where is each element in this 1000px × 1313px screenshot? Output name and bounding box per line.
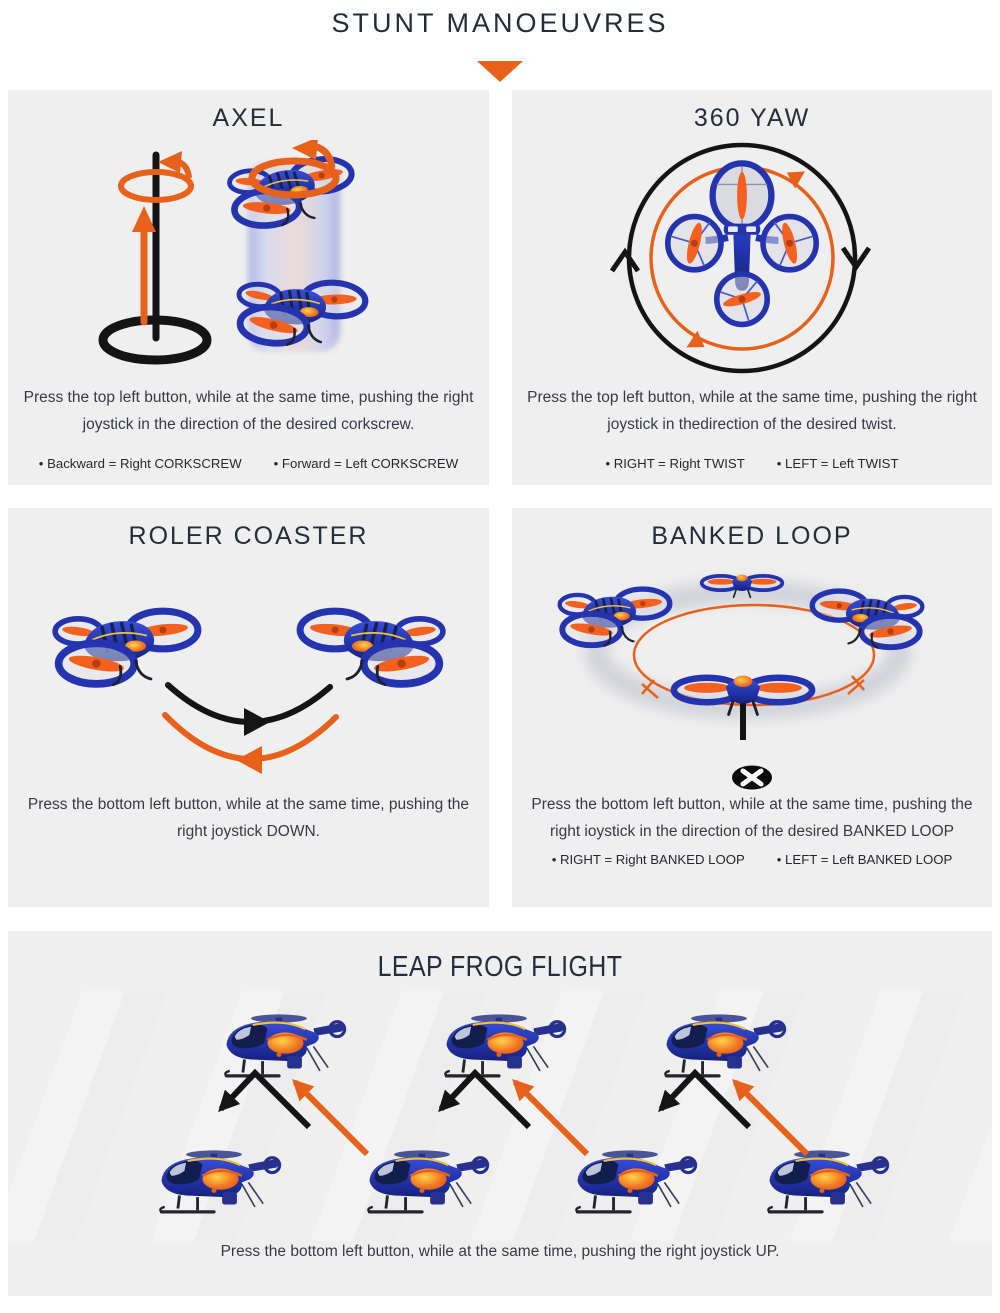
- loop-tick: [847, 675, 865, 695]
- bullet-item: • Forward = Left CORKSCREW: [273, 456, 459, 471]
- bullet-item: • LEFT = Left TWIST: [776, 456, 899, 471]
- drone-top-row: [443, 1012, 567, 1078]
- loop-tick: [641, 679, 659, 699]
- rotate-arrow-icon: [248, 140, 340, 199]
- hop-arrow-orange: [512, 1079, 590, 1157]
- orange-arrow-icon: [787, 171, 805, 189]
- down-triangle-icon: [477, 61, 523, 82]
- page-title: STUNT MANOEUVRES: [331, 8, 669, 38]
- yaw-bullets: • RIGHT = Right TWIST • LEFT = Left TWIS…: [512, 456, 992, 471]
- axel-title: AXEL: [212, 104, 285, 132]
- roller-coaster-illustration: [8, 580, 489, 774]
- axel-bullets: • Backward = Right CORKSCREW • Forward =…: [8, 456, 489, 471]
- drone-bottom-row: [158, 1148, 282, 1214]
- yaw-illustration: [609, 142, 872, 374]
- up-arrow-icon: [132, 206, 156, 232]
- axel-illustration: [98, 140, 489, 365]
- banked-bullets: • RIGHT = Right BANKED LOOP • LEFT = Lef…: [512, 852, 992, 867]
- up-chevron-icon: [609, 247, 641, 273]
- bullet-item: • RIGHT = Right TWIST: [605, 456, 745, 471]
- drone-left: [55, 611, 198, 685]
- drone-bottom-row: [766, 1148, 890, 1214]
- axel-description: Press the top left button, while at the …: [23, 389, 474, 433]
- rotate-arrow-icon: [158, 151, 182, 173]
- x-oval-icon: [512, 764, 992, 796]
- panel-axel: AXEL Press t: [8, 90, 489, 485]
- drone-right: [812, 591, 922, 648]
- bullet-item: • LEFT = Left BANKED LOOP: [776, 852, 953, 867]
- hop-arrow-black: [658, 1068, 752, 1130]
- drone-left: [560, 589, 670, 646]
- yaw-description: Press the top left button, while at the …: [527, 389, 977, 433]
- drone-right: [300, 611, 443, 685]
- panel-roller-coaster: ROLER COASTER Press the bottom left butt…: [8, 508, 489, 907]
- corkscrew-pole-diagram: [98, 151, 212, 365]
- banked-loop-illustration: [512, 572, 992, 740]
- roller-title: ROLER COASTER: [128, 522, 369, 550]
- down-chevron-icon: [840, 246, 872, 272]
- drone-top-row: [663, 1012, 787, 1078]
- drone-top-row: [223, 1012, 347, 1078]
- page-header: STUNT MANOEUVRES: [0, 0, 1000, 82]
- panel-leap-frog: LEAP FROG FLIGHT Press the bottom left b…: [8, 931, 992, 1296]
- banked-description: Press the bottom left button, while at t…: [531, 796, 973, 840]
- drone-bottom-row: [366, 1148, 490, 1214]
- panel-360-yaw: 360 YAW Press the top left button, while…: [512, 90, 992, 485]
- drone-top-view: [668, 163, 816, 324]
- roller-description: Press the bottom left button, while at t…: [27, 796, 470, 840]
- leap-description: Press the bottom left button, while at t…: [220, 1243, 780, 1260]
- yaw-title: 360 YAW: [693, 104, 811, 132]
- drone-bottom-row: [574, 1148, 698, 1214]
- hop-arrow-black: [438, 1068, 532, 1130]
- left-arrow-icon: [236, 746, 262, 774]
- orange-arrow-icon: [686, 330, 705, 348]
- banked-title: BANKED LOOP: [651, 522, 853, 550]
- hop-arrow-orange: [732, 1079, 810, 1157]
- panel-banked-loop: BANKED LOOP Press the bottom left button…: [512, 508, 992, 907]
- right-arrow-icon: [244, 708, 270, 736]
- bullet-item: • RIGHT = Right BANKED LOOP: [551, 852, 745, 867]
- leap-frog-illustration: [158, 1012, 890, 1214]
- leap-title: LEAP FROG FLIGHT: [377, 951, 623, 983]
- hop-arrow-black: [218, 1068, 312, 1130]
- bullet-item: • Backward = Right CORKSCREW: [38, 456, 242, 471]
- hop-arrow-orange: [292, 1079, 370, 1157]
